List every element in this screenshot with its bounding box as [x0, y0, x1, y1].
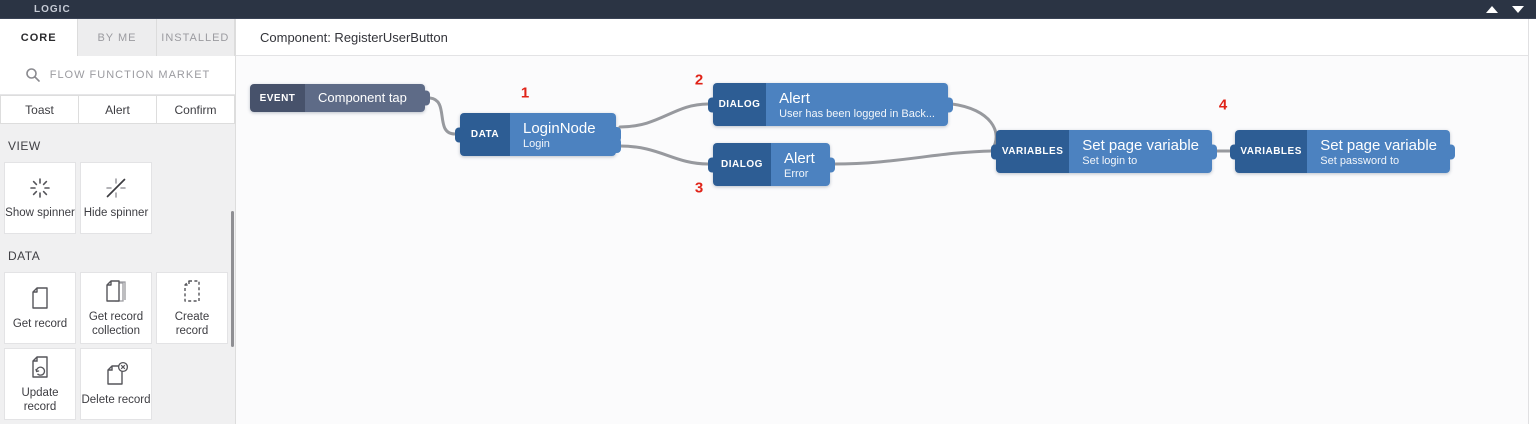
input-port[interactable] — [991, 144, 1000, 159]
hide-spinner-card[interactable]: Hide spinner — [80, 162, 152, 234]
flow-node-alert-error[interactable]: DIALOG Alert Error — [708, 143, 835, 186]
node-type-label: EVENT — [250, 84, 305, 112]
tab-core[interactable]: CORE — [0, 19, 79, 56]
document-refresh-icon — [32, 356, 48, 378]
data-section-label: DATA — [8, 249, 41, 263]
canvas-breadcrumb: Component: RegisterUserButton — [236, 19, 1528, 56]
collapse-down-icon[interactable] — [1512, 5, 1524, 13]
document-icon — [32, 287, 48, 309]
card-label: Update record — [21, 387, 59, 413]
alert-button[interactable]: Alert — [79, 95, 157, 124]
flow-node-alert-success[interactable]: DIALOG Alert User has been logged in Bac… — [708, 83, 953, 126]
node-title: Component tap — [318, 90, 407, 106]
output-port[interactable] — [421, 90, 430, 106]
logic-panel-titlebar: LOGIC — [0, 0, 1536, 19]
canvas-component-title: Component: RegisterUserButton — [260, 29, 448, 45]
output-port[interactable] — [1208, 144, 1217, 159]
output-port-error[interactable] — [612, 138, 621, 153]
node-type-label: DIALOG — [713, 143, 771, 186]
card-label: Hide spinner — [83, 207, 149, 220]
annotation-step-1: 1 — [520, 84, 530, 102]
show-spinner-card[interactable]: Show spinner — [4, 162, 76, 234]
node-title: Set page variable — [1082, 136, 1199, 154]
quick-flow-buttons: Toast Alert Confirm — [0, 95, 235, 124]
node-subtitle: Login — [523, 137, 550, 150]
output-port[interactable] — [944, 97, 953, 112]
input-port[interactable] — [708, 157, 717, 172]
card-label: Get record collection — [88, 311, 144, 337]
flow-node-login[interactable]: DATA LoginNode Login — [455, 113, 621, 156]
document-dashed-icon — [184, 280, 200, 302]
card-label: Get record — [12, 318, 68, 331]
update-record-card[interactable]: Update record — [4, 348, 76, 420]
sidebar-tabs: CORE BY ME INSTALLED — [0, 19, 235, 56]
document-stack-icon — [106, 280, 126, 302]
flow-node-component-tap[interactable]: EVENT Component tap — [250, 84, 430, 112]
sidebar-scrollbar-thumb[interactable] — [231, 211, 234, 347]
output-port[interactable] — [826, 157, 835, 172]
node-subtitle: Set password to — [1320, 154, 1400, 167]
view-cards: Show spinner Hide spinner — [0, 162, 232, 234]
input-port[interactable] — [708, 97, 717, 112]
get-record-card[interactable]: Get record — [4, 272, 76, 344]
input-port[interactable] — [455, 127, 464, 142]
node-title: Alert — [784, 149, 815, 167]
data-cards: Get record Get record collection Create … — [0, 272, 232, 420]
node-title: LoginNode — [523, 119, 596, 137]
delete-record-card[interactable]: Delete record — [80, 348, 152, 420]
toast-button[interactable]: Toast — [0, 95, 79, 124]
tab-installed[interactable]: INSTALLED — [156, 19, 235, 56]
flow-function-market-search[interactable]: FLOW FUNCTION MARKET — [0, 56, 235, 95]
node-type-label: VARIABLES — [1235, 130, 1308, 173]
spinner-icon — [30, 178, 50, 198]
tab-by-me[interactable]: BY ME — [78, 19, 157, 56]
document-delete-icon — [107, 362, 129, 385]
canvas-scrollbar-track[interactable] — [1528, 19, 1536, 424]
confirm-button[interactable]: Confirm — [157, 95, 235, 124]
flow-node-set-login[interactable]: VARIABLES Set page variable Set login to — [991, 130, 1217, 173]
node-title: Alert — [779, 89, 810, 107]
annotation-step-3: 3 — [694, 179, 704, 197]
flow-function-sidebar: CORE BY ME INSTALLED FLOW FUNCTION MARKE… — [0, 19, 236, 424]
search-placeholder: FLOW FUNCTION MARKET — [49, 69, 211, 81]
view-section-label: VIEW — [8, 139, 41, 153]
card-label: Show spinner — [5, 207, 75, 220]
node-type-label: DIALOG — [713, 83, 767, 126]
flow-wires — [428, 96, 1238, 166]
logic-canvas: Component: RegisterUserButton EVENT Comp… — [236, 19, 1528, 424]
wire-alert-error-to-set-login — [832, 149, 994, 166]
search-icon — [25, 68, 40, 82]
card-label: Delete record — [81, 394, 151, 407]
card-label: Create record — [174, 311, 210, 337]
create-record-card[interactable]: Create record — [156, 272, 228, 344]
flow-node-set-password[interactable]: VARIABLES Set page variable Set password… — [1230, 130, 1455, 173]
flow-graph-area[interactable]: EVENT Component tap DATA LoginNode Login… — [236, 56, 1528, 424]
collapse-up-icon[interactable] — [1486, 5, 1498, 13]
wire-login-to-alert-error — [618, 144, 710, 166]
annotation-step-4: 4 — [1218, 96, 1228, 114]
annotation-step-2: 2 — [694, 71, 704, 89]
logic-panel-title: LOGIC — [34, 3, 71, 15]
spinner-off-icon — [106, 178, 126, 198]
node-subtitle: Error — [784, 167, 809, 180]
node-subtitle: User has been logged in Back... — [779, 107, 935, 120]
wire-alert-success-to-set-login — [950, 102, 998, 152]
output-port[interactable] — [1446, 144, 1455, 159]
wire-login-to-alert-success — [618, 102, 710, 129]
input-port[interactable] — [1230, 144, 1239, 159]
wire-event-to-login — [428, 96, 457, 136]
node-subtitle: Set login to — [1082, 154, 1138, 167]
node-type-label: VARIABLES — [996, 130, 1070, 173]
output-port-success[interactable] — [612, 127, 621, 142]
node-type-label: DATA — [460, 113, 510, 156]
node-title: Set page variable — [1320, 136, 1437, 154]
get-record-collection-card[interactable]: Get record collection — [80, 272, 152, 344]
